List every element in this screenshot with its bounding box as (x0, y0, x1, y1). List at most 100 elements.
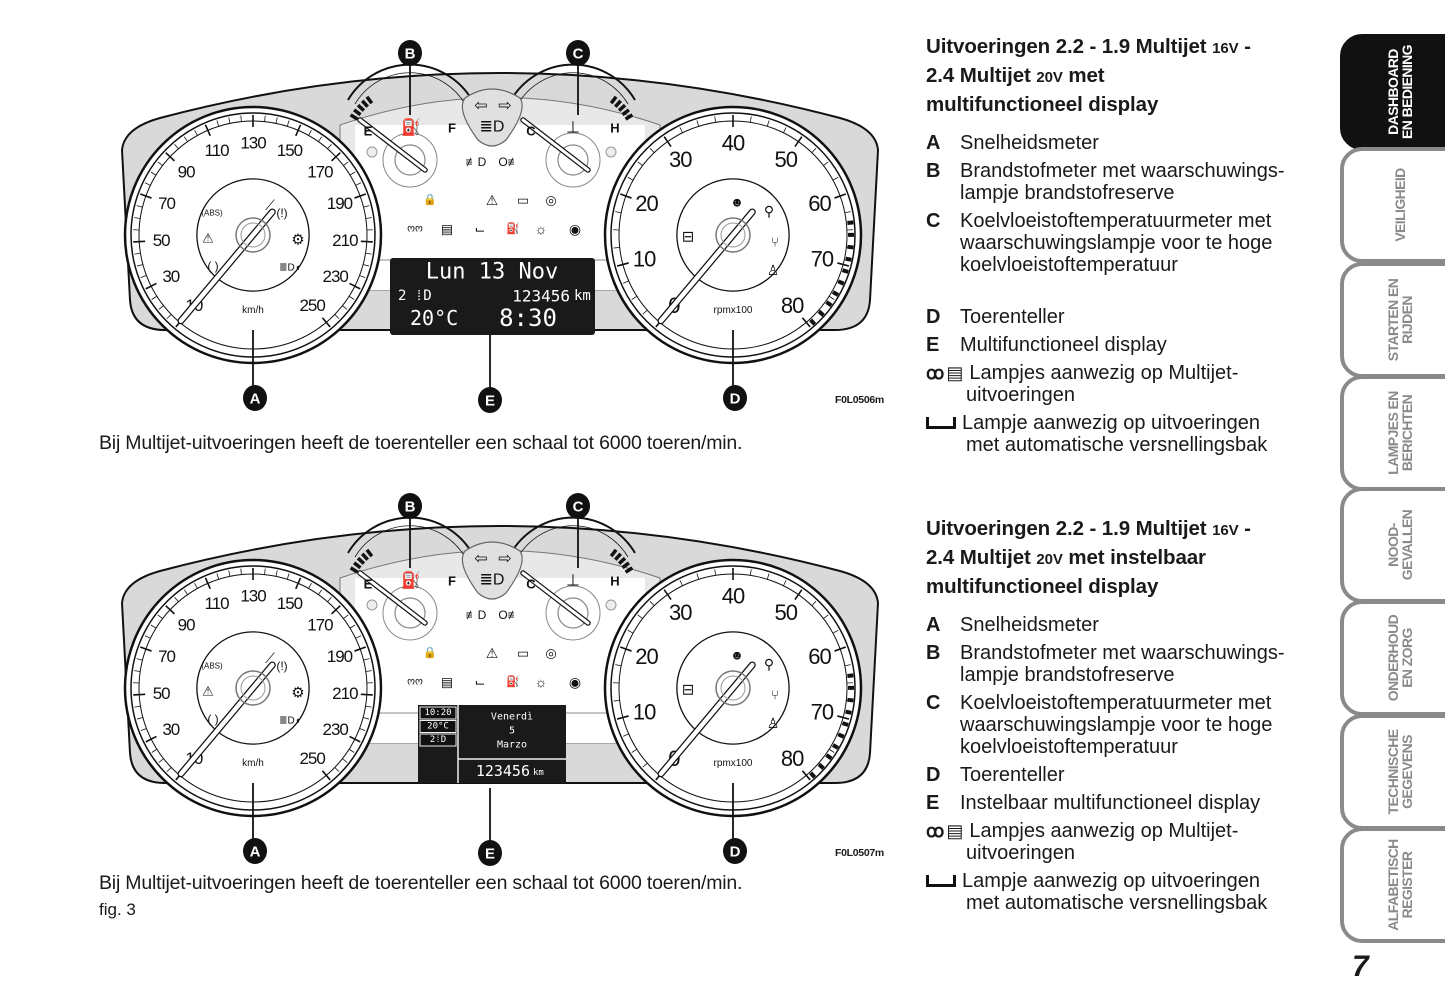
redline-segment (845, 256, 852, 262)
instrument-cluster-illustration: 1030507090110130150170190210230250km/h(A… (120, 40, 880, 413)
stability-control-icon: ⚠ (202, 231, 214, 246)
legend-key: D (926, 764, 941, 786)
tab-label-line: GEGEVENS (1399, 735, 1415, 809)
power-steering-icon: ◉ (569, 674, 581, 690)
chapter-tab-nood-gevallen[interactable]: NOOD-GEVALLEN (1340, 487, 1445, 603)
cruise-control-icon: ⟋ (265, 197, 275, 213)
minor-tick (318, 136, 323, 142)
turn-signal-pod (461, 88, 523, 147)
minor-tick (151, 748, 158, 753)
scale-label: 60 (808, 644, 831, 669)
temperature-gauge-hub (557, 144, 589, 176)
minor-tick (615, 211, 622, 214)
minor-tick (749, 116, 752, 123)
glow-plug-icon: ოო (407, 224, 423, 235)
minor-tick (631, 748, 638, 753)
scale-label: 30 (162, 720, 179, 739)
minor-tick (136, 205, 143, 208)
tab-label-line: BERICHTEN (1399, 394, 1415, 472)
reserve-zone-mark (609, 548, 618, 558)
scale-label: 60 (808, 191, 831, 216)
display-cell (419, 706, 457, 720)
fog-light-icon: ≣D◖ (279, 263, 301, 274)
redline-segment (831, 290, 840, 297)
15: ⇨ (498, 98, 511, 115)
minor-tick (348, 295, 355, 300)
figure-code: F0L0506m (835, 394, 884, 406)
legend-text: Snelheidsmeter (960, 132, 1099, 154)
brake-pad-icon: ( ) (207, 712, 218, 726)
major-tick (204, 124, 211, 137)
scale-label: 50 (153, 231, 170, 250)
minor-tick (844, 211, 851, 214)
15: ⇦ (474, 98, 487, 115)
minor-tick (308, 130, 312, 136)
redline-segment (825, 753, 833, 761)
rear-fog-light-icon: O≢ (498, 155, 519, 169)
scale-label: 70 (811, 246, 834, 271)
brake-warning-icon: (!) (276, 659, 287, 673)
minor-tick (134, 252, 141, 255)
minor-tick (823, 161, 829, 166)
minor-tick (286, 573, 290, 580)
major-tick (663, 589, 672, 600)
minor-tick (140, 728, 147, 732)
scale-label: 70 (158, 194, 175, 213)
tab-label-line: ALFABETISCH (1385, 839, 1401, 931)
turn-signal-pod (461, 541, 523, 600)
section-heading: Uitvoeringen 2.2 - 1.9 Multijet 16V -2.4… (926, 35, 1251, 116)
reserve-zone-mark (365, 95, 374, 105)
tab-label-line: RIJDEN (1399, 296, 1415, 344)
scale-label: 190 (327, 647, 353, 666)
parking-brake-icon: ◎ (545, 193, 556, 208)
minor-tick (240, 568, 242, 575)
needle-hub (235, 670, 271, 706)
major-tick (837, 262, 850, 267)
fuel-gauge-hub (394, 144, 426, 176)
minor-tick (174, 596, 179, 603)
minor-tick (613, 700, 620, 702)
redline-segment (825, 300, 833, 308)
legend-text: Instelbaar multifunctioneel display (960, 792, 1261, 814)
reserve-zone-mark (353, 561, 362, 570)
minor-tick (327, 143, 332, 150)
redline-segment (831, 743, 840, 750)
needle-hub (715, 217, 751, 253)
display-time: 8:30 (499, 304, 557, 332)
chapter-tab-veiligheid[interactable]: VEILIGHEID (1340, 147, 1445, 263)
glow-plug-icon: ꝏ (926, 821, 944, 841)
callout-label: A (250, 844, 261, 861)
passenger-airbag-off-icon: ☻ (730, 648, 744, 663)
display-cell (419, 733, 457, 747)
display-headlight-level: 2⁞D (430, 735, 446, 745)
minor-tick (150, 171, 157, 176)
minor-tick (157, 161, 163, 166)
seatbelt-icon: ♙ (767, 715, 780, 731)
scale-label: 10 (633, 246, 656, 271)
major-tick (663, 136, 672, 147)
section-heading: Uitvoeringen 2.2 - 1.9 Multijet 16V -2.4… (926, 517, 1251, 598)
scale-label: 250 (299, 749, 325, 768)
minor-tick (696, 573, 700, 580)
display-temperature: 20°C (410, 306, 458, 330)
minor-tick (365, 252, 372, 255)
minor-tick (766, 120, 770, 127)
callout-label: E (485, 393, 495, 410)
major-tick (295, 577, 302, 590)
temperature-gauge-arc-inner (517, 72, 629, 105)
reserve-zone-mark (353, 108, 362, 117)
major-tick (204, 577, 211, 590)
legend-key: A (926, 614, 941, 636)
